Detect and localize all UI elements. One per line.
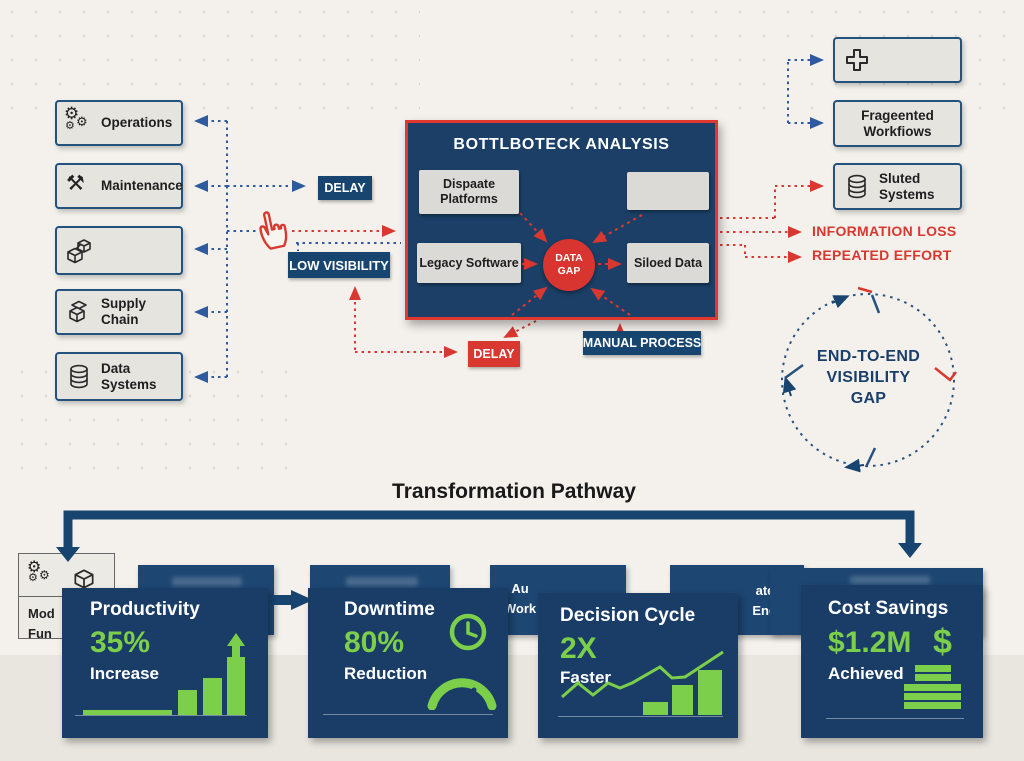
source-label-line1: Mod <box>28 606 55 621</box>
gap-arrows <box>511 212 643 316</box>
card-subtitle: Reduction <box>344 664 428 683</box>
node-siloed-systems: Sluted Systems <box>833 163 962 210</box>
node-label: Operations <box>101 115 173 131</box>
cycle-line2: VISIBILITY <box>826 368 911 386</box>
node-plus <box>833 37 962 83</box>
node-label: Data Systems <box>101 360 157 392</box>
node-supply-chain: Supply Chain <box>55 289 183 335</box>
delay-badge-bottom: DELAY <box>468 341 520 367</box>
dollar-icon: $ <box>933 623 952 661</box>
database-icon <box>842 172 872 202</box>
low-visibility-badge: LOW VISIBILITY <box>288 252 390 278</box>
pathway-title: Transformation Pathway <box>392 480 636 503</box>
fragment-line: Work <box>503 601 537 617</box>
cube-icon <box>74 569 94 589</box>
database-icon <box>64 362 94 392</box>
line-chart-icon <box>561 650 724 715</box>
inner-box-siloed-data: Siloed Data <box>627 243 709 283</box>
node-maintenance: ⚒ Maintenance <box>55 163 183 209</box>
card-subtitle: Increase <box>90 664 159 683</box>
tools-icon: ⚒ <box>66 171 85 195</box>
information-loss-label: INFORMATION LOSS <box>812 223 957 239</box>
node-fragmented-workflows: Frageented Workfiows <box>833 100 962 147</box>
gauge-icon <box>427 678 497 710</box>
card-value: 2X <box>560 632 597 665</box>
node-label: Maintenance <box>101 178 183 194</box>
cycle-line1: END-TO-END <box>816 348 921 365</box>
cubes-icon <box>64 236 94 266</box>
card-title: Productivity <box>90 599 200 620</box>
card-downtime: Downtime 80% Reduction <box>308 588 508 738</box>
repeated-effort-label: REPEATED EFFORT <box>812 247 952 263</box>
faded-title <box>346 577 418 586</box>
node-label: Sluted Systems <box>879 170 935 202</box>
visibility-cycle-diagram <box>781 286 957 473</box>
card-baseline <box>558 716 723 717</box>
card-baseline <box>75 715 247 716</box>
card-title: Downtime <box>344 599 435 620</box>
node-data-systems: Data Systems <box>55 352 183 401</box>
data-gap-core: DATA GAP <box>543 239 595 291</box>
hand-cursor-icon <box>259 211 288 250</box>
card-baseline <box>323 714 493 715</box>
node-label: Frageented Workfiows <box>861 107 934 139</box>
cycle-line3: GAP <box>850 389 887 407</box>
data-gap-line1: DATA <box>555 252 583 265</box>
faded-title <box>850 576 930 584</box>
node-operations: ⚙ ⚙ ⚙ Operations <box>55 100 183 146</box>
clock-icon <box>449 613 487 651</box>
card-value: $1.2M <box>828 626 912 659</box>
node-unlabeled-cubes <box>55 226 183 275</box>
back-card-fragment: Au Work <box>494 579 546 619</box>
card-title: Decision Cycle <box>560 605 696 626</box>
manual-process-badge: MANUAL PROCESS <box>583 331 701 355</box>
source-label-line2: Fun <box>28 625 52 641</box>
node-label: Supply Chain <box>101 296 147 327</box>
card-cost-savings: Cost Savings $1.2M Achieved $ <box>801 585 983 738</box>
card-title: Cost Savings <box>828 598 949 619</box>
plus-icon <box>842 45 872 75</box>
bottleneck-title: BOTTLBOTECK ANALYSIS <box>453 136 670 153</box>
card-subtitle: Faster <box>560 668 612 687</box>
card-baseline <box>826 718 964 719</box>
card-value: 35% <box>90 626 151 659</box>
card-productivity: Productivity 35% Increase <box>62 588 268 738</box>
source-box-label: Mod Fun <box>28 604 55 643</box>
fragment-line: Au <box>511 581 529 596</box>
card-decision-cycle: Decision Cycle 2X Faster <box>538 593 738 738</box>
gears-icon: ⚙ ⚙ ⚙ <box>64 104 88 132</box>
bottleneck-analysis-box: BOTTLBOTECK ANALYSIS Dispaate Platforms … <box>405 120 718 320</box>
data-gap-line2: GAP <box>557 265 581 277</box>
card-subtitle: Achieved <box>828 664 904 683</box>
inner-box-disparate-platforms: Dispaate Platforms <box>419 170 519 214</box>
visibility-gap-label: END-TO-END VISIBILITY GAP <box>796 347 941 409</box>
delay-badge-top: DELAY <box>318 176 372 200</box>
faded-title <box>172 577 242 586</box>
card-value: 80% <box>344 626 405 659</box>
package-icon <box>64 297 94 327</box>
inner-box-legacy-software: Legacy Software <box>417 243 521 283</box>
inner-box-empty <box>627 172 709 210</box>
